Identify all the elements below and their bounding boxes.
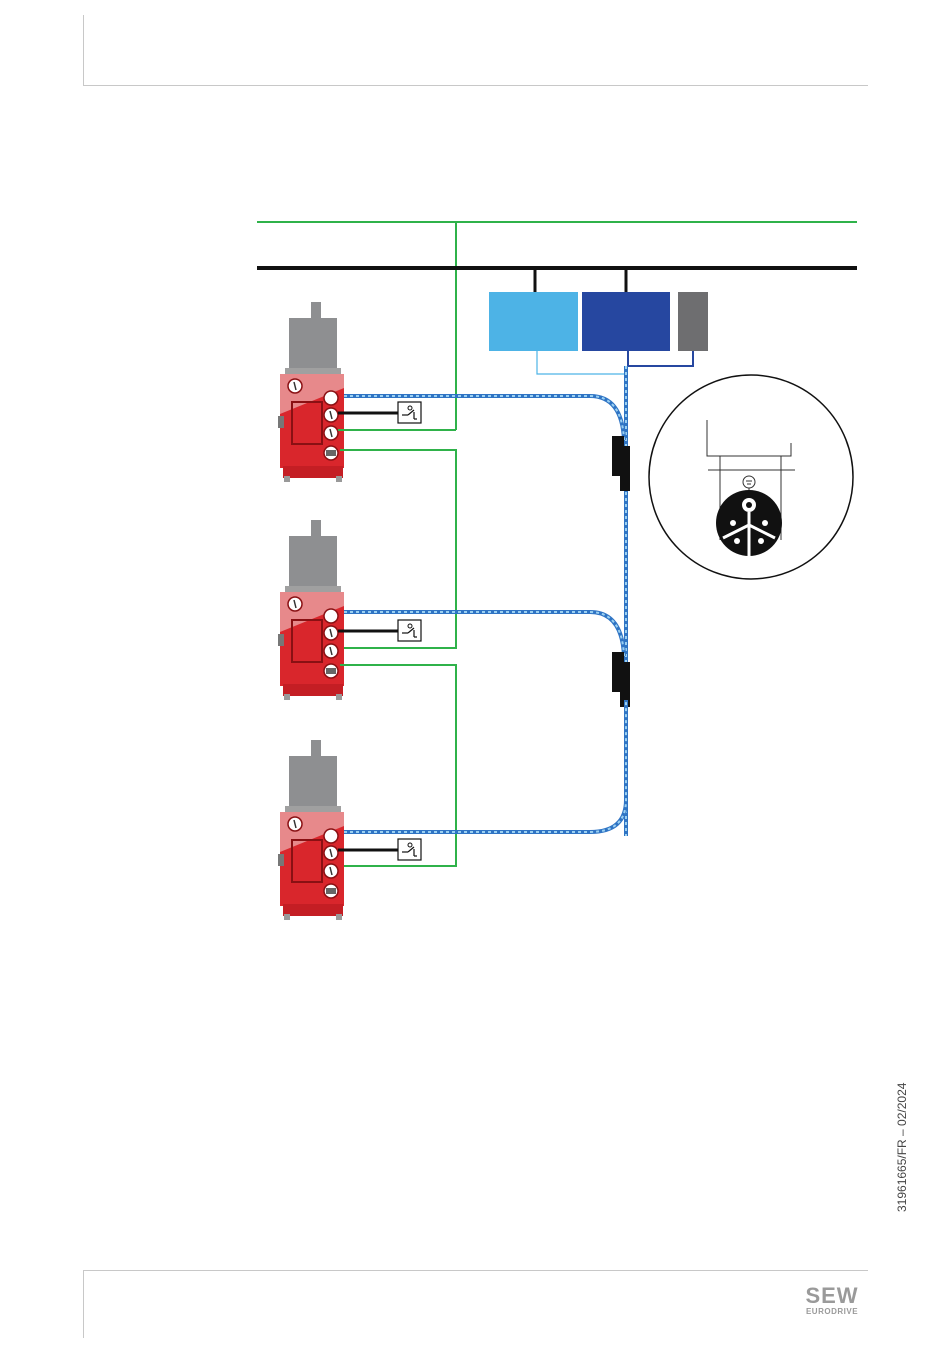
- switch-2: [398, 620, 421, 641]
- switch-3: [398, 839, 421, 860]
- document-id: 31961665/FR – 02/2024: [895, 1083, 909, 1212]
- drive-2: [278, 520, 344, 700]
- drive-3: [278, 740, 344, 920]
- light-blue-module: [489, 292, 578, 351]
- sew-eurodrive-logo: SEW EURODRIVE: [797, 1285, 867, 1316]
- logo-line-2: EURODRIVE: [797, 1308, 867, 1316]
- round-connector-detail: [649, 375, 853, 579]
- drive-1: [278, 302, 344, 482]
- switch-1: [398, 402, 421, 423]
- gray-module: [678, 292, 708, 351]
- logo-line-1: SEW: [797, 1285, 867, 1307]
- dark-blue-module: [582, 292, 670, 351]
